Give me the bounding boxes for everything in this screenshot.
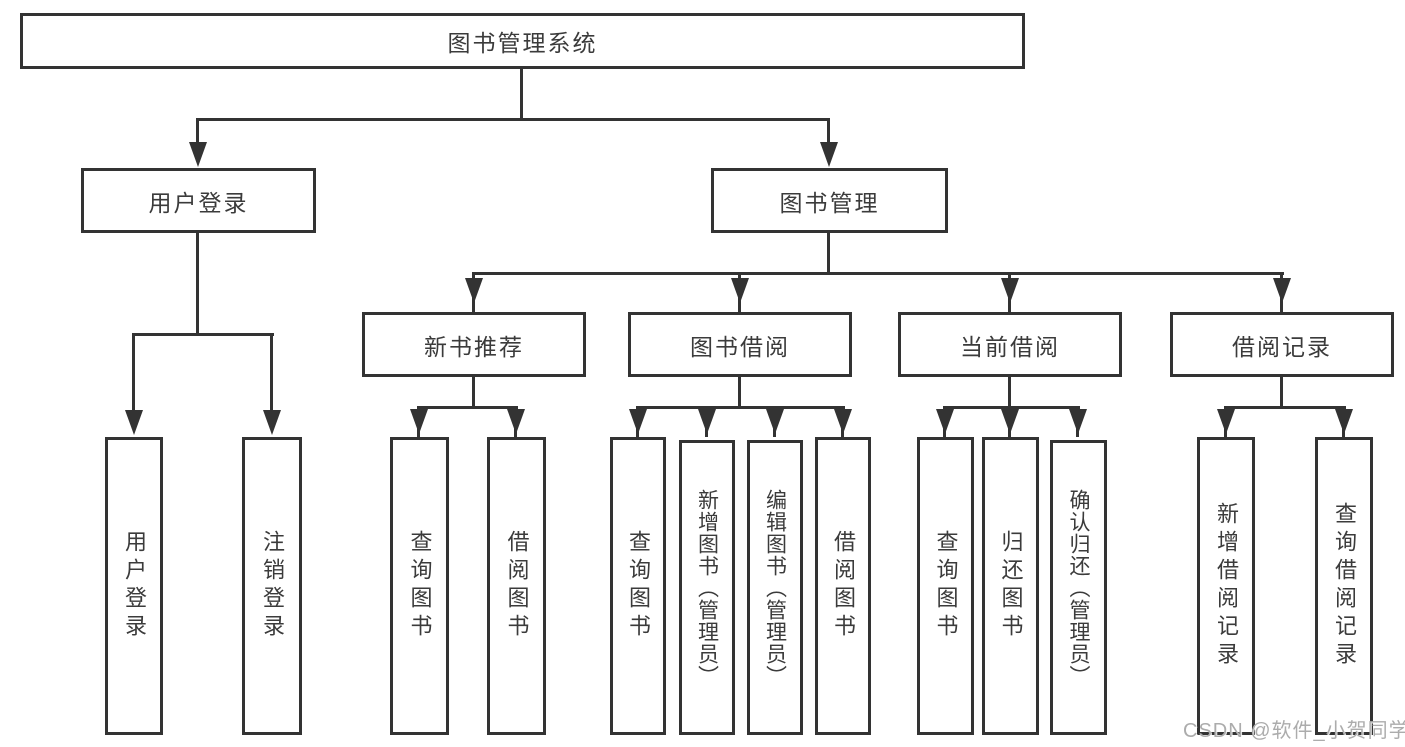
- leaf-confirm-return-admin: 确认归还（管理员）: [1050, 440, 1107, 735]
- node-borrowing-records: 借阅记录: [1170, 312, 1394, 377]
- connector-line: [418, 406, 518, 409]
- connector-line: [270, 333, 273, 412]
- node-current-borrowing: 当前借阅: [898, 312, 1122, 377]
- arrowhead-down-icon: [936, 409, 954, 434]
- leaf-add-book-admin: 新增图书（管理员）: [679, 440, 735, 735]
- arrowhead-down-icon: [1273, 278, 1291, 303]
- connector-line: [1224, 406, 1346, 409]
- node-label: 查询图书: [933, 530, 959, 642]
- node-label: 用户登录: [148, 189, 249, 216]
- connector-line: [472, 272, 1284, 275]
- leaf-return-books: 归还图书: [982, 437, 1039, 735]
- connector-line: [133, 333, 274, 336]
- arrowhead-down-icon: [1217, 409, 1235, 434]
- node-label: 注销登录: [260, 530, 285, 642]
- connector-line: [738, 377, 741, 408]
- node-new-book-recommendation: 新书推荐: [362, 312, 586, 377]
- connector-line: [196, 233, 199, 335]
- node-label: 图书管理: [779, 189, 880, 216]
- arrowhead-down-icon: [1001, 409, 1019, 434]
- watermark-text: CSDN @软件_小贺同学: [1183, 720, 1405, 742]
- connector-line: [196, 118, 199, 146]
- node-label: 查询图书: [626, 530, 651, 642]
- node-label: 确认归还（管理员）: [1067, 488, 1090, 687]
- arrowhead-down-icon: [410, 409, 428, 434]
- arrowhead-down-icon: [1001, 278, 1019, 303]
- node-book-management: 图书管理: [711, 168, 948, 233]
- leaf-query-books-recommend: 查询图书: [390, 437, 449, 735]
- node-label: 借阅记录: [1232, 333, 1332, 360]
- arrowhead-down-icon: [731, 278, 749, 303]
- leaf-logout: 注销登录: [242, 437, 302, 735]
- arrowhead-down-icon: [629, 409, 647, 434]
- node-label: 借阅图书: [831, 530, 856, 642]
- node-library-system: 图书管理系统: [20, 13, 1025, 69]
- leaf-add-borrow-record: 新增借阅记录: [1197, 437, 1255, 735]
- leaf-borrow-books-recommend: 借阅图书: [487, 437, 546, 735]
- connector-line: [636, 406, 845, 409]
- arrowhead-down-icon: [766, 409, 784, 434]
- connector-line: [827, 118, 830, 146]
- arrowhead-down-icon: [189, 142, 207, 167]
- node-label: 归还图书: [998, 530, 1024, 642]
- leaf-query-borrow-record: 查询借阅记录: [1315, 437, 1373, 735]
- arrowhead-down-icon: [507, 409, 525, 434]
- leaf-edit-book-admin: 编辑图书（管理员）: [747, 440, 803, 735]
- node-label: 查询借阅记录: [1332, 502, 1357, 670]
- node-label: 图书管理系统: [447, 30, 598, 56]
- arrowhead-down-icon: [263, 410, 281, 435]
- connector-line: [1008, 377, 1011, 408]
- connector-line: [520, 69, 523, 120]
- leaf-user-login: 用户登录: [105, 437, 163, 735]
- connector-line: [1280, 377, 1283, 408]
- node-label: 用户登录: [122, 530, 147, 642]
- arrowhead-down-icon: [125, 410, 143, 435]
- node-label: 新增图书（管理员）: [695, 488, 719, 687]
- arrowhead-down-icon: [834, 409, 852, 434]
- connector-line: [472, 377, 475, 408]
- arrowhead-down-icon: [820, 142, 838, 167]
- node-label: 编辑图书（管理员）: [763, 488, 787, 687]
- arrowhead-down-icon: [1335, 409, 1353, 434]
- connector-line: [944, 406, 1080, 409]
- node-label: 当前借阅: [960, 333, 1060, 360]
- leaf-query-books-borrowing: 查询图书: [610, 437, 666, 735]
- node-label: 查询图书: [407, 530, 433, 642]
- leaf-query-books-current: 查询图书: [917, 437, 974, 735]
- connector-line: [827, 233, 830, 274]
- connector-line: [196, 118, 830, 121]
- node-label: 借阅图书: [504, 530, 530, 642]
- node-book-borrowing: 图书借阅: [628, 312, 852, 377]
- node-label: 图书借阅: [690, 333, 790, 360]
- node-user-login: 用户登录: [81, 168, 316, 233]
- node-label: 新书推荐: [424, 333, 524, 360]
- node-label: 新增借阅记录: [1214, 502, 1239, 670]
- connector-line: [132, 333, 135, 412]
- arrowhead-down-icon: [698, 409, 716, 434]
- arrowhead-down-icon: [1069, 409, 1087, 434]
- leaf-borrow-books-borrowing: 借阅图书: [815, 437, 871, 735]
- arrowhead-down-icon: [465, 278, 483, 303]
